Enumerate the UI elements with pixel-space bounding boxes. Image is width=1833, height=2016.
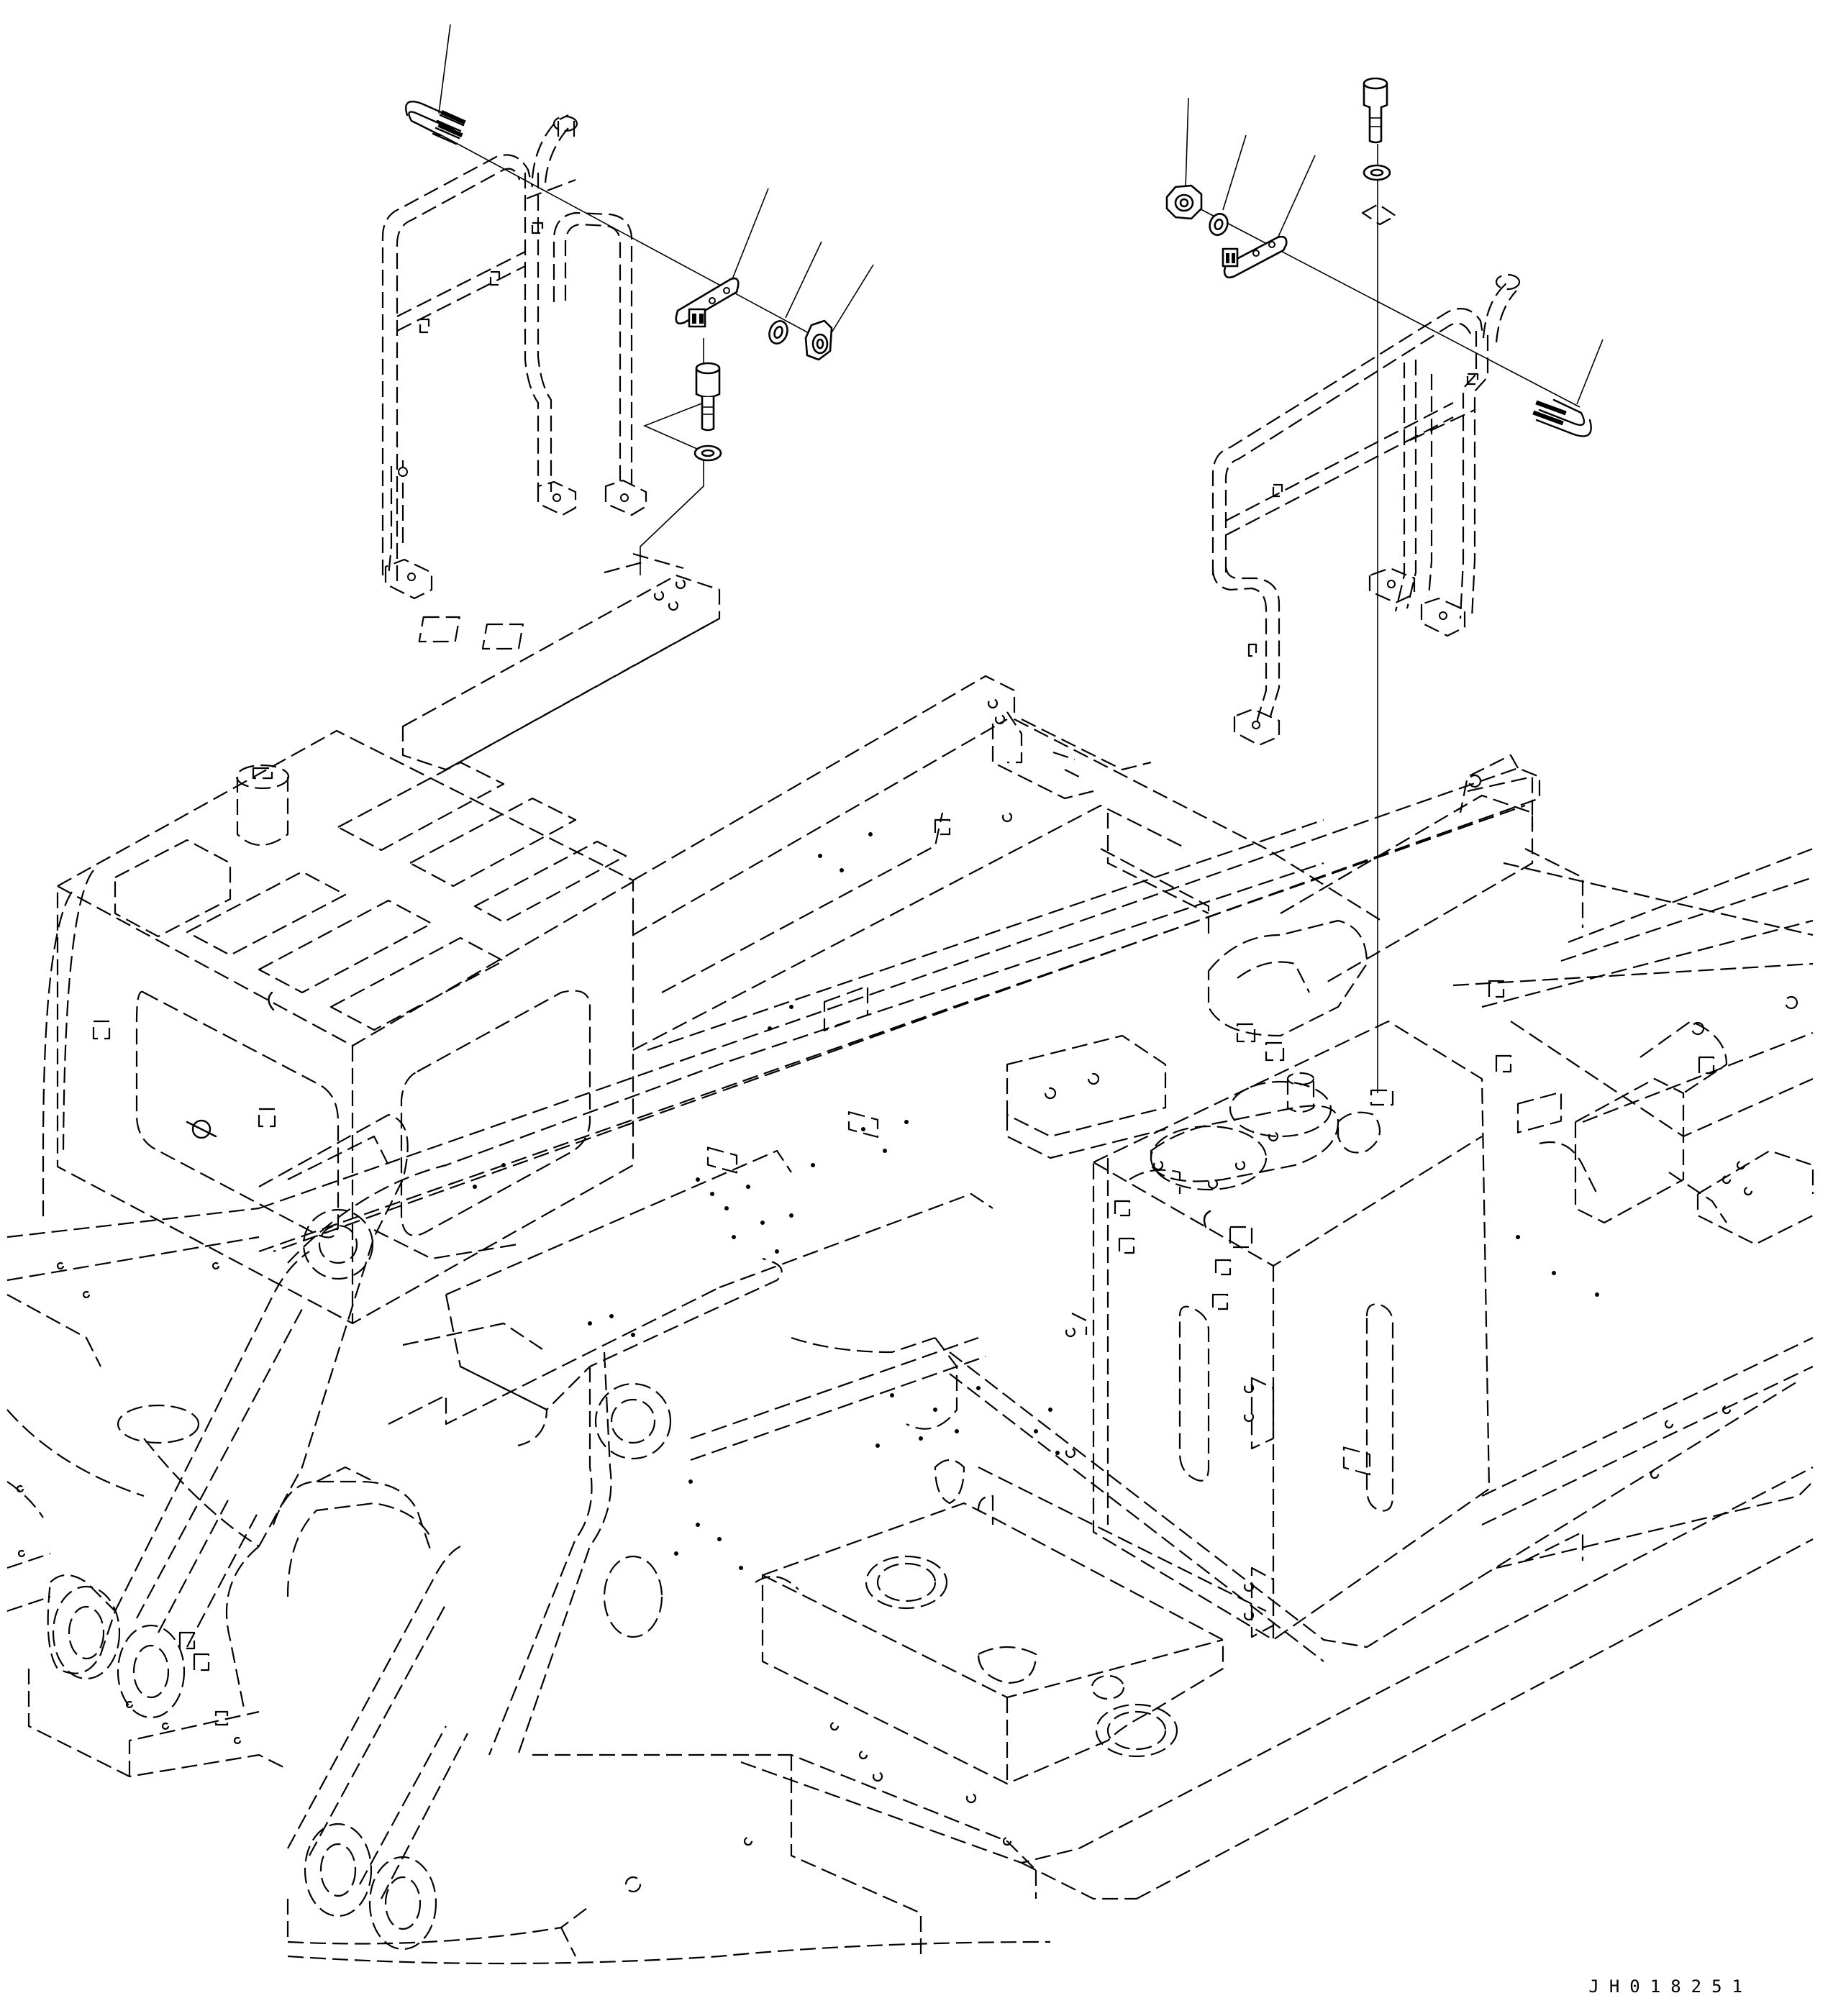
assembly-axis-lines (438, 133, 1580, 1093)
rivet-dots (473, 832, 1599, 1570)
leader-u-bolt-right (1576, 339, 1604, 405)
nut-right (1165, 184, 1203, 220)
clamp-plate-left (675, 277, 740, 328)
leader-nut-left (827, 264, 874, 340)
right-frame-rails (1280, 774, 1814, 1246)
leader-washer-left (785, 241, 822, 319)
lower-left-deck (6, 1207, 288, 1778)
clamp-plate-right (1222, 235, 1288, 279)
leader-clamp-plate-right (1274, 155, 1316, 245)
leader-u-bolt-left (438, 24, 451, 114)
leader-lines (438, 24, 1604, 405)
boom-foot (143, 985, 993, 1756)
handrail-right (1211, 273, 1521, 747)
nut-left (804, 319, 833, 361)
lower-frame (286, 1091, 1814, 1965)
swing-motor-bracket (1006, 919, 1368, 1159)
leader-nut-right (1185, 97, 1189, 189)
handrail-left (381, 114, 647, 600)
mid-deck (632, 675, 1382, 1174)
lower-center-deck (755, 1495, 1224, 1785)
leader-clamp-plate-left (729, 188, 769, 287)
drawing-code: JH018251 (1588, 1976, 1752, 1997)
bolt-left (693, 362, 722, 462)
boom-foot-arms (47, 1251, 468, 1951)
washer-left (768, 320, 788, 345)
boom-mount-beam (258, 754, 1541, 1264)
leader-washer-right (1222, 134, 1247, 211)
bolt-right (1361, 77, 1397, 226)
hydraulic-tank (1065, 1020, 1491, 1641)
washer-right (1209, 213, 1229, 236)
u-bolt-left (405, 101, 466, 145)
u-bolt-right (1532, 398, 1592, 437)
upper-frame (42, 552, 721, 1325)
